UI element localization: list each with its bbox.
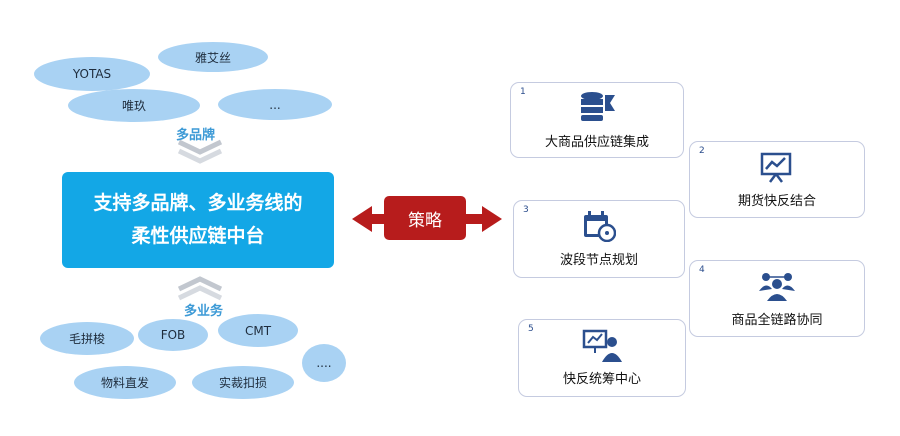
business-bubble-fob: FOB [138, 319, 208, 351]
chevron-down-icon [177, 139, 223, 164]
brand-bubble-weijiu: 唯玖 [68, 89, 200, 122]
chart-presentation-icon [760, 152, 792, 183]
chevron-up-icon [177, 276, 223, 301]
strategy-number: 1 [520, 87, 526, 97]
strategy-title: 波段节点规划 [559, 253, 638, 268]
strategy-card-3: 3 波段节点规划 [513, 200, 685, 278]
brand-bubble-yaaisi: 雅艾丝 [158, 42, 268, 72]
presenter-board-icon [582, 329, 622, 362]
business-bubble-maopinsuo: 毛拼梭 [40, 322, 134, 355]
brands-label: 多品牌 [176, 128, 216, 143]
strategy-title: 商品全链路协同 [731, 313, 823, 328]
strategy-title: 期货快反结合 [737, 194, 816, 209]
brand-bubble-more: ... [218, 89, 332, 120]
core-title-line2: 柔性供应链中台 [131, 225, 265, 247]
strategy-number: 5 [528, 324, 534, 334]
strategy-title: 大商品供应链集成 [544, 135, 649, 150]
strategy-number: 2 [699, 146, 705, 156]
strategy-card-4: 4 商品全链路协同 [689, 260, 865, 337]
strategy-card-1: 1 大商品供应链集成 [510, 82, 684, 158]
calendar-icon [584, 211, 616, 242]
core-platform-box: 支持多品牌、多业务线的 柔性供应链中台 [62, 172, 334, 268]
business-bubble-more: .... [302, 344, 346, 382]
strategy-title: 快反统筹中心 [562, 372, 641, 387]
strategy-card-2: 2 期货快反结合 [689, 141, 865, 218]
core-title-line1: 支持多品牌、多业务线的 [93, 192, 303, 214]
database-flag-icon [581, 92, 615, 121]
strategy-box: 策略 [384, 196, 466, 240]
strategy-card-5: 5 快反统筹中心 [518, 319, 686, 397]
business-bubble-cmt: CMT [218, 314, 298, 347]
strategy-number: 3 [523, 205, 529, 215]
business-bubble-shicai: 实裁扣损 [192, 366, 294, 399]
businesses-label: 多业务 [184, 304, 224, 319]
people-network-icon [759, 273, 795, 301]
brand-bubble-yotas: YOTAS [34, 57, 150, 91]
business-bubble-wuliao: 物料直发 [74, 366, 176, 399]
strategy-number: 4 [699, 265, 705, 275]
